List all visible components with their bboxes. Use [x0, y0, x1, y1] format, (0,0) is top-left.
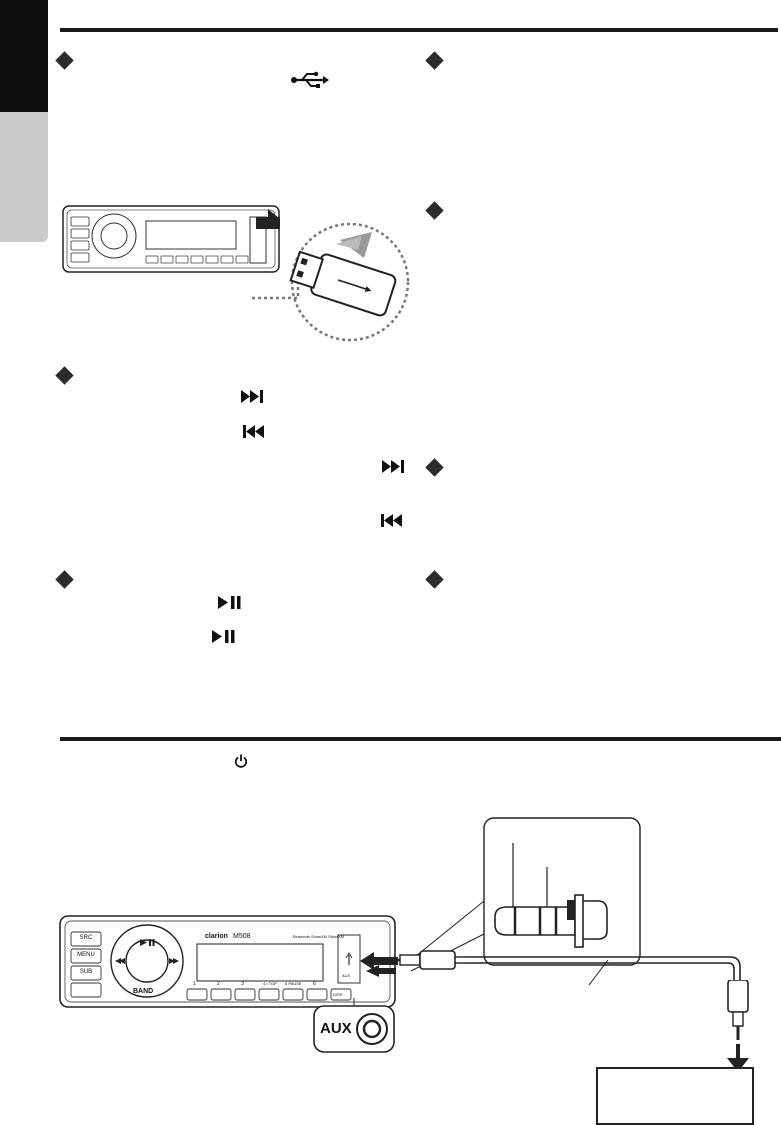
head-unit-large: SRC MENU SUB BAND clarion M508 Bluetooth…	[59, 915, 396, 1008]
src-button[interactable]: SRC	[79, 935, 93, 941]
play-pause-icon	[212, 630, 235, 643]
section-bullet	[55, 51, 74, 70]
brand-label: clarion	[205, 933, 228, 940]
aux-jack-label: AUX	[320, 1020, 352, 1037]
side-tab-black	[0, 0, 48, 112]
model-label: M508	[233, 933, 251, 940]
head-unit-small	[62, 205, 280, 273]
preset-6[interactable]: 6	[313, 981, 316, 987]
preset-2[interactable]: 2	[217, 981, 220, 987]
usb-stick-inset	[252, 222, 410, 342]
section-bullet	[55, 570, 74, 589]
section-bullet	[425, 51, 444, 70]
section-bullet	[425, 570, 444, 589]
power-icon	[234, 754, 248, 768]
external-device-box	[596, 1067, 754, 1125]
aux-port-label: AUX	[342, 973, 351, 978]
disp-button[interactable]: DISP	[333, 992, 343, 997]
next-track-icon	[382, 460, 404, 473]
preset-5[interactable]: 5 PAUSE	[285, 981, 302, 986]
preset-4[interactable]: 4 • TOP	[263, 981, 277, 986]
band-label[interactable]: BAND	[133, 988, 154, 995]
preset-3[interactable]: 3	[241, 981, 244, 987]
section-bullet	[425, 201, 444, 220]
top-rule	[60, 28, 778, 32]
section-bullet	[55, 366, 74, 385]
plug-end	[727, 980, 749, 1072]
play-pause-icon	[218, 596, 241, 609]
usb-icon	[291, 71, 329, 88]
previous-track-icon	[243, 425, 264, 438]
previous-track-icon	[381, 514, 402, 527]
section-rule	[60, 737, 781, 741]
sub-button[interactable]: SUB	[79, 969, 93, 975]
section-bullet	[425, 458, 444, 477]
next-track-icon	[241, 390, 263, 403]
top-right-text: Bluetooth SiriusXM SiriusXM	[293, 934, 345, 939]
aux-cable	[395, 950, 741, 985]
plug-detail-callout	[404, 817, 641, 972]
menu-button[interactable]: MENU	[77, 952, 95, 958]
aux-insert-arrow	[360, 952, 398, 970]
aux-jack-callout: AUX	[312, 998, 396, 1054]
side-tab-gray	[0, 112, 48, 242]
preset-1[interactable]: 1	[193, 981, 196, 987]
